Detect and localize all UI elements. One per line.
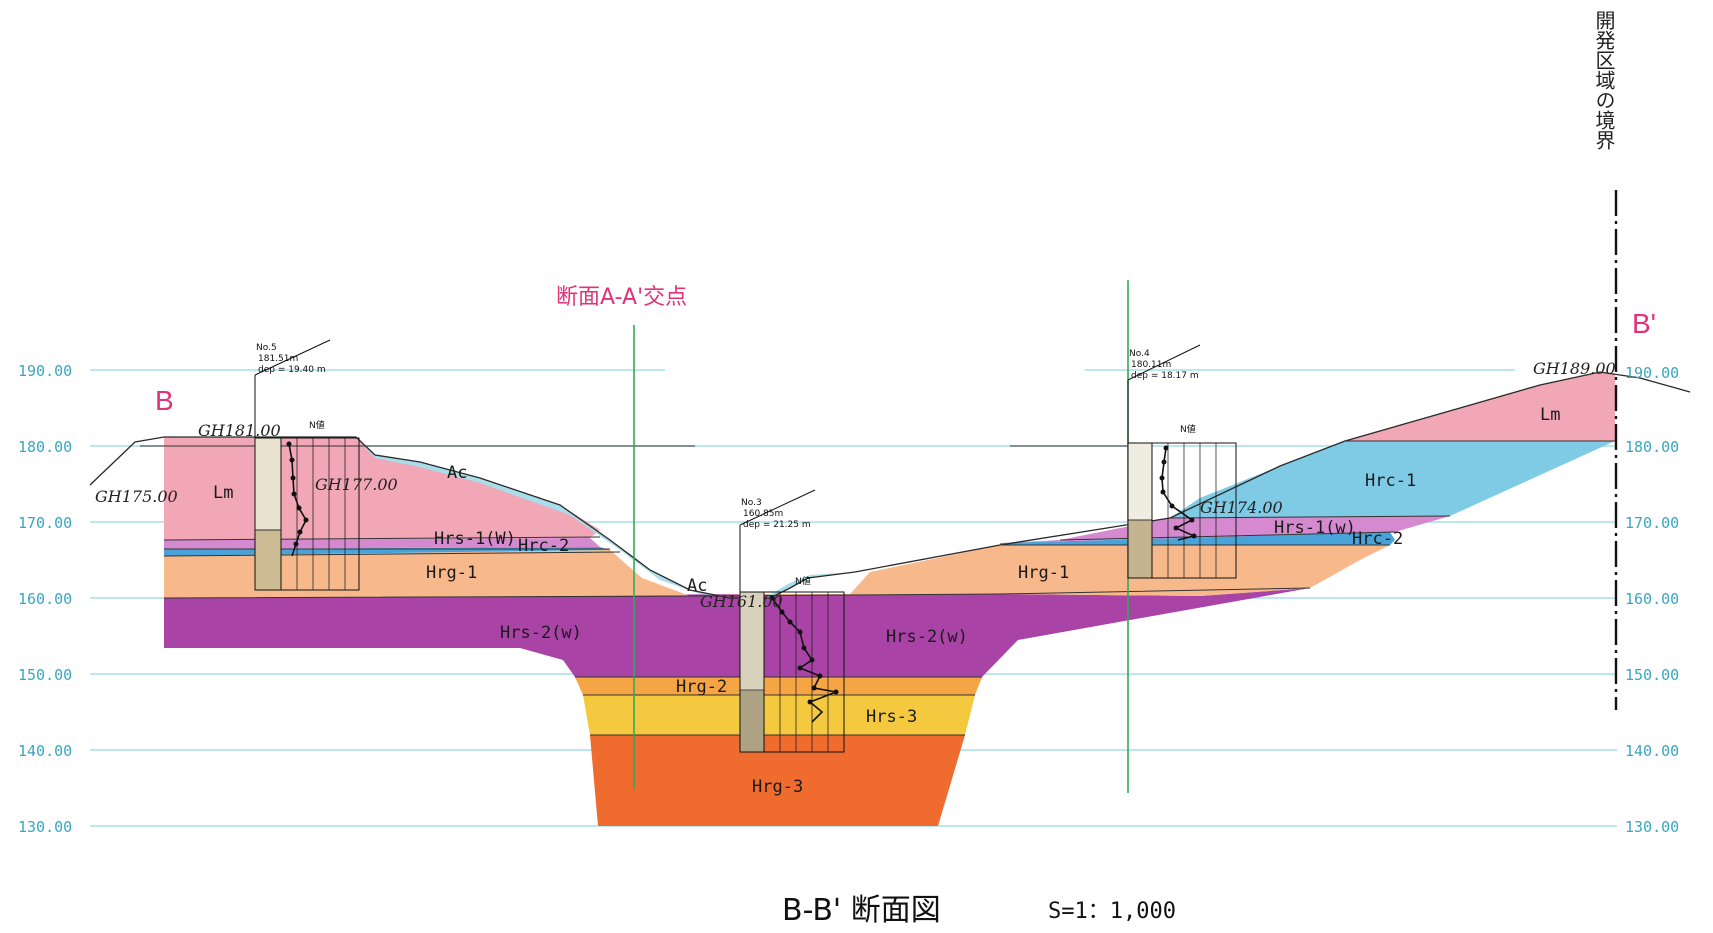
section-intersection-label: 断面A-A'交点 <box>556 285 687 310</box>
point-label-b: B <box>155 385 174 416</box>
elevation-label: 150.00 <box>1625 666 1679 684</box>
layer-hrg1 <box>164 545 1390 598</box>
elevation-label: 190.00 <box>1625 364 1679 382</box>
ground-height-label: GH175.00 <box>95 487 178 506</box>
elevation-label: 140.00 <box>18 742 72 760</box>
layer-label: Hrg-2 <box>676 677 727 697</box>
layer-label: Hrs-2(w) <box>886 627 968 647</box>
development-boundary-label: 開発区域の境界 <box>1592 10 1616 150</box>
elevation-label: 130.00 <box>1625 818 1679 836</box>
elevation-label: 190.00 <box>18 362 72 380</box>
borehole-depth: dep = 19.40 m <box>258 365 326 375</box>
layer-hrs2w <box>164 588 1310 677</box>
elevation-label: 160.00 <box>1625 590 1679 608</box>
borehole-name: No.4 <box>1129 349 1150 359</box>
ground-height-label: GH174.00 <box>1200 498 1283 517</box>
elevation-label: 160.00 <box>18 590 72 608</box>
borehole-name: No.3 <box>741 498 762 508</box>
layer-lm-right <box>1345 372 1615 441</box>
ground-height-label: GH181.00 <box>198 421 281 440</box>
borehole-no4 <box>1127 344 1237 579</box>
layer-label: Hrc-1 <box>1365 471 1416 491</box>
layer-label: Hrg-1 <box>426 563 477 583</box>
n-value-label: N値 <box>309 419 325 431</box>
borehole-no3-label: No.3 160.85m dep = 21.25 m N値 <box>741 498 811 587</box>
borehole-depth: dep = 18.17 m <box>1131 371 1199 381</box>
n-value-label: N値 <box>795 575 811 587</box>
elevation-label: 170.00 <box>1625 514 1679 532</box>
elevation-labels-right: 190.00 180.00 170.00 160.00 150.00 140.0… <box>1625 364 1679 836</box>
layer-hrc1 <box>1170 441 1615 518</box>
borehole-elevation: 160.85m <box>743 509 783 519</box>
layer-hrg2 <box>575 677 982 695</box>
ground-height-label: GH177.00 <box>315 475 398 494</box>
elevation-label: 130.00 <box>18 818 72 836</box>
layer-label: Ac <box>687 576 707 596</box>
point-label-b-prime: B' <box>1632 308 1656 339</box>
layer-label: Hrs-1(W) <box>434 529 516 549</box>
elevation-label: 150.00 <box>18 666 72 684</box>
layer-hrs3 <box>583 695 975 735</box>
layer-hrs1w-right <box>1000 516 1450 543</box>
borehole-depth: dep = 21.25 m <box>743 520 811 530</box>
borehole-name: No.5 <box>256 343 277 353</box>
borehole-elevation: 180.11m <box>1131 360 1171 370</box>
borehole-no5-label: No.5 181.51m dep = 19.40 m N値 <box>256 343 326 431</box>
layer-label: Hrs-2(w) <box>500 623 582 643</box>
layer-label: Ac <box>447 463 467 483</box>
layer-label: Hrg-1 <box>1018 563 1069 583</box>
elevation-label: 140.00 <box>1625 742 1679 760</box>
elevation-label: 180.00 <box>18 438 72 456</box>
elevation-label: 180.00 <box>1625 438 1679 456</box>
drawing-title: B-B' 断面図 <box>782 893 941 928</box>
ground-height-label: GH189.00 <box>1533 359 1616 378</box>
borehole-elevation: 181.51m <box>258 354 298 364</box>
layer-label: Hrs-3 <box>866 707 917 727</box>
layer-label: Hrc-2 <box>1352 529 1403 549</box>
layer-label: Lm <box>1540 405 1560 425</box>
layer-label: Hrs-1(w) <box>1274 518 1356 538</box>
layer-label: Hrg-3 <box>752 777 803 797</box>
borehole-no5 <box>254 339 360 591</box>
strata-boundaries <box>140 440 1615 736</box>
elevation-labels-left: 190.00 180.00 170.00 160.00 150.00 140.0… <box>18 362 72 836</box>
borehole-no4-label: No.4 180.11m dep = 18.17 m N値 <box>1129 349 1199 435</box>
layer-hrg3 <box>590 735 965 826</box>
borehole-no3 <box>739 489 845 753</box>
layer-label: Lm <box>213 483 233 503</box>
elevation-label: 170.00 <box>18 514 72 532</box>
ground-height-label: GH161.00 <box>700 592 783 611</box>
layer-label: Hrc-2 <box>518 536 569 556</box>
n-value-label: N値 <box>1180 423 1196 435</box>
drawing-scale: S=1：1,000 <box>1048 899 1176 924</box>
layer-hrc2-right <box>1000 532 1395 545</box>
